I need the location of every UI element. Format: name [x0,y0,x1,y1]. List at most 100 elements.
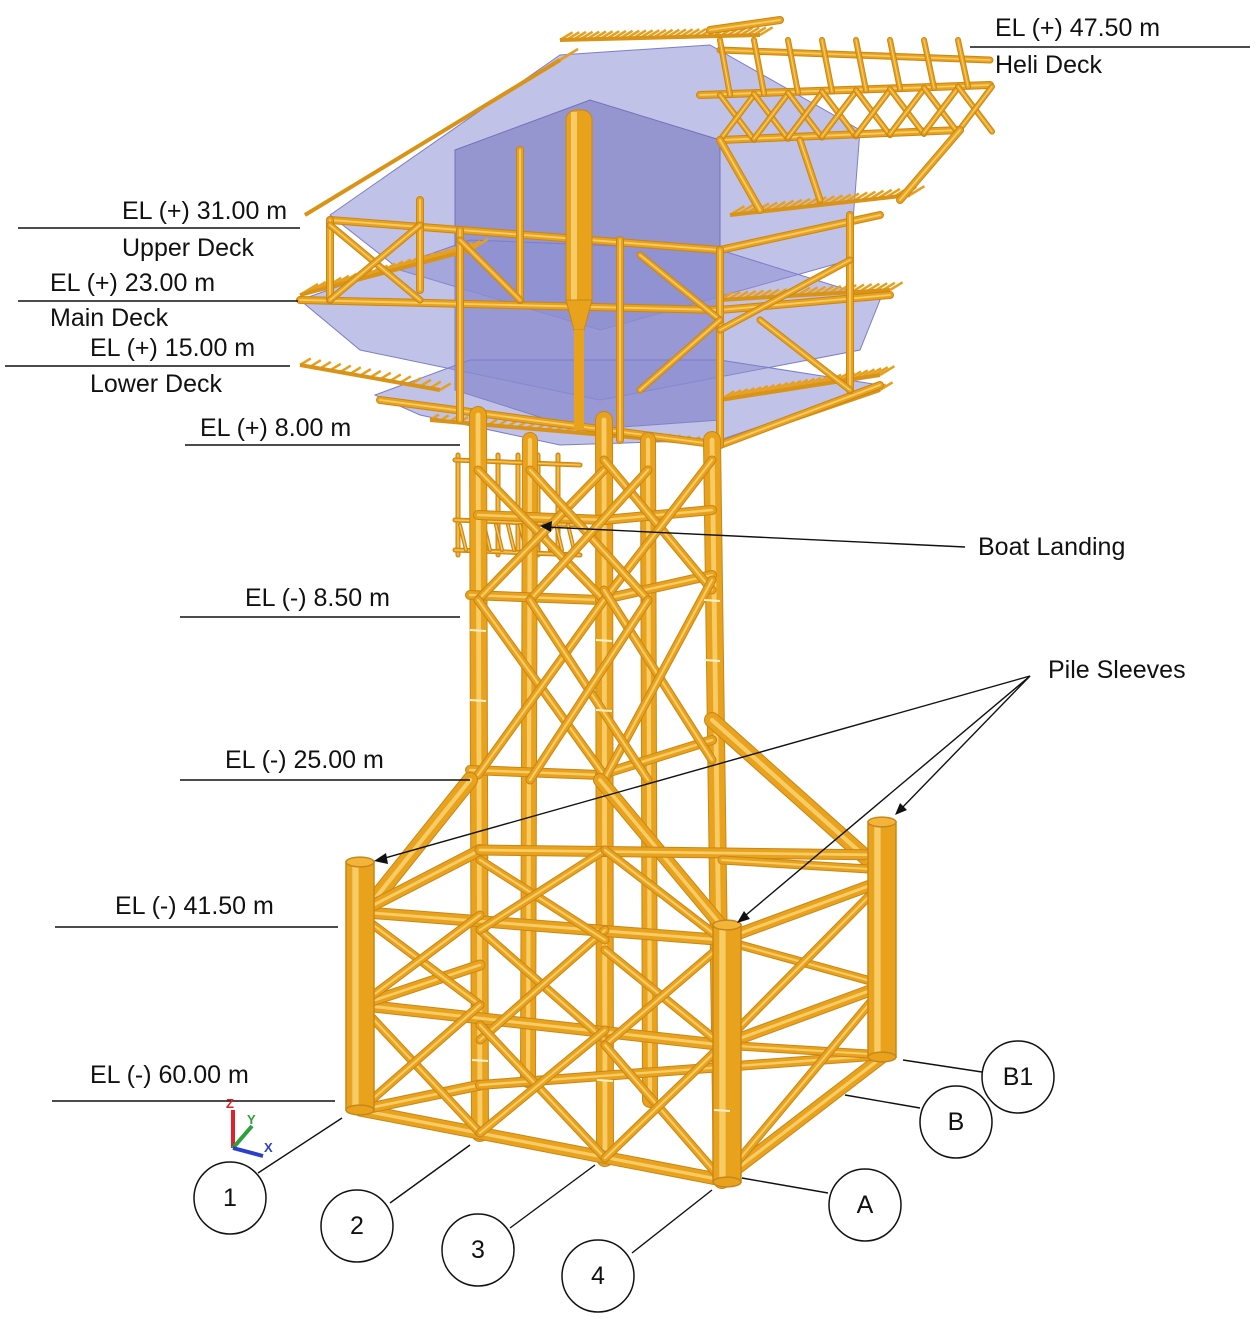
grid-row-1-marker [193,1161,267,1235]
deck-grating [296,26,926,449]
deck-brace-3-highlight [639,254,721,321]
heli-diag-b-6-highlight [923,87,959,134]
lower-deck-extension-bar-14 [439,382,452,392]
grid-row-4-marker [561,1239,635,1313]
pile-sleeve-4A-highlight [719,929,726,1178]
main-deck-right-edge-bar-22 [889,281,904,292]
heli-edge-chord-highlight [719,49,991,61]
deck-brace-4-highlight [639,319,721,391]
heli-post-6-highlight [923,39,935,89]
heli-back-chord-highlight [709,19,781,31]
heli-post-7-highlight [957,39,969,88]
deck-brace-6-highlight [759,319,851,391]
grid-col-B1-marker [981,1040,1055,1114]
boat-landing-grate-8-highlight [555,524,563,551]
upper-deck-front-edge-edge [303,58,562,217]
base-brace-8-highlight [478,1023,607,1160]
splay-brace-right-highlight [709,717,883,873]
base-brace-6-highlight [358,1003,482,1135]
base-top-left-highlight [358,848,482,914]
heli-diag-b-2-highlight [787,91,823,139]
grid-row-3-marker [441,1213,515,1287]
grid-col-A-label: A [857,1191,874,1219]
pile-sleeve-1A-top [345,856,375,868]
pile-sleeves-label: Pile Sleeves [1048,656,1186,684]
elevation-upper-value: EL (+) 31.00 m [122,197,287,225]
deck-brace-5-highlight [719,259,851,331]
lower-deck-beam-front-highlight [379,399,721,446]
tower-brace-5-highlight [476,598,606,777]
elevation-minus-25: EL (-) 25.00 m [180,746,470,781]
heli-diag-b-1-highlight [753,93,789,140]
tower-horizontal-1b-highlight [598,738,714,777]
base-brace-18-highlight [603,848,724,942]
pile-sleeve-1A-bottom [345,1104,375,1116]
axis-z-label: Z [226,1096,234,1111]
heli-post-0-highlight [719,39,731,96]
main-deck-plate [299,239,881,401]
pile-sleeve-B1 [867,821,897,1058]
base-brace-7-highlight [358,1003,482,1112]
grid-row-1-label: 1 [223,1184,237,1212]
heli-post-3-highlight [821,39,833,93]
base-bottom-left-highlight [358,1083,482,1112]
heli-support-2-highlight [899,129,961,201]
main-deck-right-edge-edge [719,288,891,302]
callout-boat-landing: Boat Landing [540,521,1125,561]
base-top-front-highlight [358,910,724,942]
base-brace-14-highlight [720,1043,887,1057]
base-top-right-highlight [720,878,887,942]
elevation-lower-deck: EL (+) 15.00 m Lower Deck [5,334,290,398]
jacket-leg-back-1-highlight [525,437,533,1083]
lower-deck-extension-edge [299,363,441,392]
elevation-labels: EL (+) 47.50 m Heli Deck EL (+) 31.00 m … [5,14,1250,1102]
heli-support-1-highlight [719,139,761,211]
leg-joint-ring-1 [469,699,487,702]
tower-horizontal-2a-highlight [476,513,606,522]
base-brace-1-highlight [358,913,482,1007]
main-deck-beam-front-highlight [299,299,721,311]
elevation-main-deck: EL (+) 23.00 m Main Deck [18,269,298,332]
grid-row-2-marker [320,1189,394,1263]
elevation-upper-deck: EL (+) 31.00 m Upper Deck [18,197,300,262]
grid-col-B1-label: B1 [1003,1063,1034,1091]
heli-diag-b-7-highlight [957,85,993,133]
pile-sleeve-4A [712,924,742,1183]
boat-landing-grate-3-highlight [495,524,503,551]
base-brace-5-highlight [603,943,724,1047]
heli-post-2-highlight [787,39,799,94]
upper-deck-back-edge-edge [559,33,761,42]
base-brace-17-highlight [478,848,607,932]
helideck-truss [696,16,995,214]
elevation-upper-deck-name: Upper Deck [122,234,254,262]
grid-col-B-label: B [948,1108,965,1136]
grid-row-4-label: 4 [591,1262,605,1290]
base-bottom-front-highlight [358,1108,724,1182]
base-brace-9-highlight [478,1028,607,1135]
tower-brace-1-highlight [476,468,606,602]
callouts: Boat Landing Pile Sleeves [374,521,1186,923]
grid-row-2-label: 2 [350,1212,364,1240]
lower-deck-beam-right-highlight [719,384,881,446]
heli-post-4-highlight [855,39,867,91]
pile-sleeve-1A-highlight [352,866,359,1106]
base-brace-16-highlight [478,858,607,942]
axis-triad: Z Y X [226,1096,273,1158]
base-brace-15-highlight [720,983,887,1182]
leg-joint-ring-3 [595,709,613,712]
heli-post-5-highlight [889,39,901,90]
pile-sleeve-4A-bottom [712,1176,742,1188]
vent-stack [565,109,593,430]
grid-row-3-label: 3 [471,1236,485,1264]
grid-col-B-marker [919,1085,993,1159]
elevation-plus-8-value: EL (+) 8.00 m [200,414,351,442]
elevation-minus-25-value: EL (-) 25.00 m [225,746,384,774]
splay-brace-left-highlight [367,777,473,908]
base-brace-19-highlight [720,858,887,872]
tower-brace-11-highlight [528,598,650,782]
base-bottom-right-highlight [720,1053,887,1182]
heli-diag-b-5-highlight [889,88,925,135]
leg-joint-ring-8 [713,1109,731,1112]
elevation-minus-41-5: EL (-) 41.50 m [55,892,338,928]
elevation-main-deck-name: Main Deck [50,304,169,332]
